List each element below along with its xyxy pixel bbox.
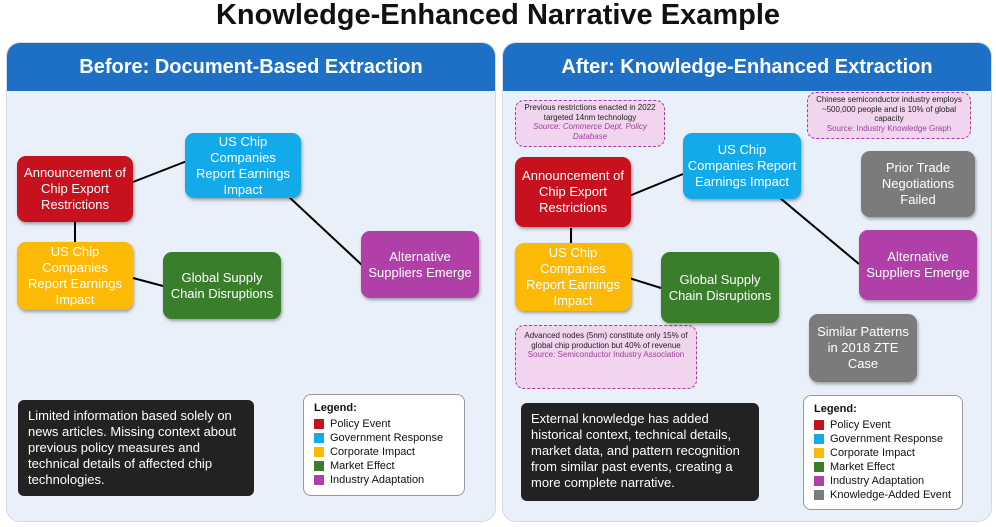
after-panel-header: After: Knowledge-Enhanced Extraction [503,43,991,91]
legend-title: Legend: [814,403,857,415]
legend-item: Policy Event [314,417,454,431]
legend-swatch [314,433,324,443]
node-prior-trade: Prior Trade Negotiations Failed [861,151,975,217]
node-us-chip-top: US Chip Companies Report Earnings Impact [683,133,801,199]
legend-swatch [814,448,824,458]
before-summary: Limited information based solely on news… [18,400,254,496]
legend-swatch [814,462,824,472]
node-alternative: Alternative Suppliers Emerge [859,230,977,300]
node-announcement: Announcement of Chip Export Restrictions [17,156,133,222]
legend-item: Industry Adaptation [814,474,952,488]
edge-announcement-uschip [132,160,188,183]
legend-item: Government Response [314,431,454,445]
legend-item: Corporate Impact [814,446,952,460]
legend-swatch [814,490,824,500]
node-similar-patterns: Similar Patterns in 2018 ZTE Case [809,314,917,382]
legend-item: Market Effect [314,459,454,473]
node-us-chip-left: US Chip Companies Report Earnings Impact [17,242,133,310]
node-alternative: Alternative Suppliers Emerge [361,231,479,298]
knowledge-note-industry: Chinese semiconductor industry employs ~… [807,92,971,139]
legend-item: Industry Adaptation [314,473,454,487]
legend-swatch [814,476,824,486]
legend-item: Market Effect [814,460,952,474]
edge-uschip-left-supply [628,277,662,289]
after-legend: Legend: Policy Event Government Response… [803,395,963,510]
legend-swatch [814,434,824,444]
legend-item: Corporate Impact [314,445,454,459]
legend-swatch [314,419,324,429]
before-panel: Before: Document-Based Extraction Announ… [6,42,496,522]
legend-title: Legend: [314,402,357,414]
edge-announcement-uschip [628,173,684,197]
node-global-supply: Global Supply Chain Disruptions [661,252,779,323]
before-panel-header: Before: Document-Based Extraction [7,43,495,91]
legend-swatch [314,475,324,485]
after-summary: External knowledge has added historical … [521,403,759,501]
before-legend: Legend: Policy Event Government Response… [303,394,465,496]
page-title: Knowledge-Enhanced Narrative Example [215,0,781,31]
knowledge-note-nodes: Advanced nodes (5nm) constitute only 15%… [515,325,697,389]
legend-item: Knowledge-Added Event [814,488,952,502]
knowledge-note-policy: Previous restrictions enacted in 2022 ta… [515,100,665,147]
node-global-supply: Global Supply Chain Disruptions [163,252,281,319]
node-us-chip-top: US Chip Companies Report Earnings Impact [185,133,301,198]
edge-uschip-left-supply [132,277,164,287]
node-announcement: Announcement of Chip Export Restrictions [515,157,631,227]
legend-swatch [314,447,324,457]
node-us-chip-left: US Chip Companies Report Earnings Impact [515,243,631,311]
legend-item: Policy Event [814,418,952,432]
after-panel: After: Knowledge-Enhanced Extraction Pre… [502,42,992,522]
legend-swatch [814,420,824,430]
legend-item: Government Response [814,432,952,446]
legend-swatch [314,461,324,471]
